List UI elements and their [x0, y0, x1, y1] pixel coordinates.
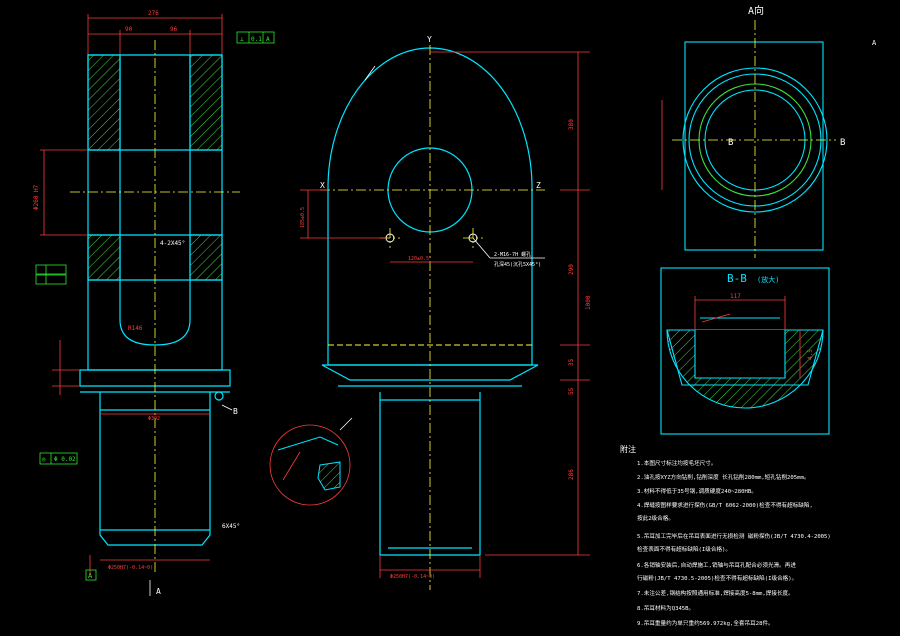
- dim-section-width: 117: [730, 293, 741, 300]
- note-item: 7.未注公差,钢结构按照通用标准,焊接高度5-8mm,焊接长度。: [637, 589, 794, 597]
- note-item: 8.吊耳材料为Q345B。: [637, 604, 694, 612]
- tol-frame-0: ⊥: [240, 36, 244, 43]
- tolerance-frame: [236, 31, 275, 44]
- left-side-dimensions: [40, 149, 210, 575]
- note-item: 5.吊耳加工完毕后在吊耳表面进行无损检测 磁粉探伤(JB/T 4730.4-20…: [637, 532, 831, 540]
- note-item: 检查表面不得有超标缺陷(I级合格)。: [637, 545, 731, 553]
- dim-bottom-right: Φ250H7(-0.14~0): [390, 574, 435, 580]
- section-arrows-left: [149, 404, 233, 596]
- front-view: [300, 45, 590, 590]
- dim-left-vertical: Φ260 H7: [33, 184, 40, 210]
- b-right-label: B: [840, 138, 845, 148]
- axis-z-label: Z: [536, 181, 541, 190]
- dim-shaft-dia-left: Φ392: [148, 416, 160, 422]
- dim-chamfer-bottom: 6X45°: [222, 523, 240, 530]
- datum-a-label: A: [88, 572, 93, 580]
- left-plate-hatch: [87, 54, 121, 151]
- note-item: 4.焊缝按图样要求进行探伤(GB/T 6062-2000)检查不得有超标缺陷,: [637, 501, 813, 509]
- dim-height-shaft: 286: [568, 469, 575, 480]
- left-plate-hatch-lower: [87, 234, 121, 281]
- dim-height-upper: 380: [568, 119, 575, 130]
- dim-height-low1: 35: [568, 358, 575, 366]
- datum-frames: [35, 264, 97, 581]
- dim-tapped-holes-1: 孔深45(沉孔5X45°): [494, 261, 541, 268]
- dim-bottom-left: Φ250H7(-0.14~0): [108, 565, 153, 571]
- note-item: 按此2级合格。: [637, 514, 674, 522]
- section-groove: [694, 330, 786, 379]
- dim-section-height: 4.5: [807, 349, 814, 360]
- a-outer-ring: [682, 67, 828, 213]
- dim-inner-right: 96: [170, 26, 178, 33]
- dim-height-low2: 55: [568, 387, 575, 395]
- section-dimensions: [694, 296, 801, 378]
- note-item: 6.各销轴安装后,自动焊施工,销轴与吊耳孔配合必须光滑。再进: [637, 561, 796, 569]
- lug-outline: [327, 47, 533, 366]
- bb-section: [660, 267, 830, 435]
- tol-frame-1: 0.1: [251, 36, 262, 43]
- detail-profile: [277, 436, 339, 451]
- notes-list: 1.本图尺寸标注均按毛坯尺寸。 2.油孔按XYZ方向钻削,钻削深度 长孔钻削28…: [637, 459, 831, 627]
- note-item: 9.吊耳重量约为单只重约569.972kg,全套吊耳28件。: [637, 619, 774, 627]
- datum-frame-0: ◎: [42, 456, 46, 463]
- front-centerlines: [320, 45, 545, 590]
- a-view-frame: [684, 41, 824, 251]
- leader-lines: [364, 65, 545, 259]
- left-centerlines: [70, 40, 240, 575]
- dim-tapped-holes-0: 2-M16-7H 螺孔: [494, 251, 531, 258]
- b-left-label: B: [728, 138, 733, 148]
- a-view-label: A向: [748, 4, 764, 17]
- section-title: B-B: [727, 272, 747, 285]
- detail-circle: [269, 417, 353, 506]
- base-plate: [79, 369, 231, 387]
- right-plate-hatch-lower: [189, 234, 223, 281]
- tol-frame-2: A: [266, 36, 270, 43]
- front-dimensions: [300, 51, 590, 578]
- top-width-dimension: [87, 14, 223, 55]
- dim-inner-left: 90: [125, 26, 133, 33]
- axis-x-label: X: [320, 181, 325, 190]
- note-item: 2.油孔按XYZ方向钻削,钻削深度 长孔钻削280mm,短孔钻削205mm。: [637, 473, 810, 481]
- note-item: 行磁粉(JB/T 4730.5-2005)检查不得有超标缺陷(I级合格)。: [637, 574, 797, 582]
- axis-y-label: Y: [427, 35, 432, 44]
- datum-frame-1: Φ 0.02: [54, 456, 76, 463]
- front-base-plate: [321, 364, 539, 381]
- section-frame: [660, 267, 830, 435]
- corner-mark: A: [872, 39, 877, 47]
- dim-chamfer-left: 4-2X45°: [160, 240, 185, 247]
- text-layer: A向 B-B (放大) B B X Y Z A B A A 276 90 96 …: [33, 4, 877, 627]
- dim-hole-spacing: 120±0.5: [408, 256, 429, 262]
- section-suffix: (放大): [757, 275, 779, 284]
- right-plate-hatch: [189, 54, 223, 151]
- notes-heading: 附注: [620, 444, 636, 454]
- arrow-a-label: A: [156, 587, 161, 596]
- note-item: 3.材料不得低于35号钢,调质硬度240~280HB。: [637, 487, 757, 495]
- fork-bottom-arc: [119, 319, 191, 346]
- dim-radius-inner: R146: [128, 325, 143, 332]
- left-view: [35, 14, 275, 596]
- a-view: [661, 20, 836, 258]
- arrow-b-label: B: [233, 407, 238, 416]
- note-item: 1.本图尺寸标注均按毛坯尺寸。: [637, 459, 716, 467]
- dim-height-mid: 290: [568, 264, 575, 275]
- dim-side-left: 185±0.5: [300, 207, 306, 228]
- dim-top-width: 276: [148, 10, 159, 17]
- a-centerlines: [672, 20, 836, 258]
- oil-hole-mark: [214, 391, 224, 401]
- dim-height-total: 1000: [585, 295, 592, 310]
